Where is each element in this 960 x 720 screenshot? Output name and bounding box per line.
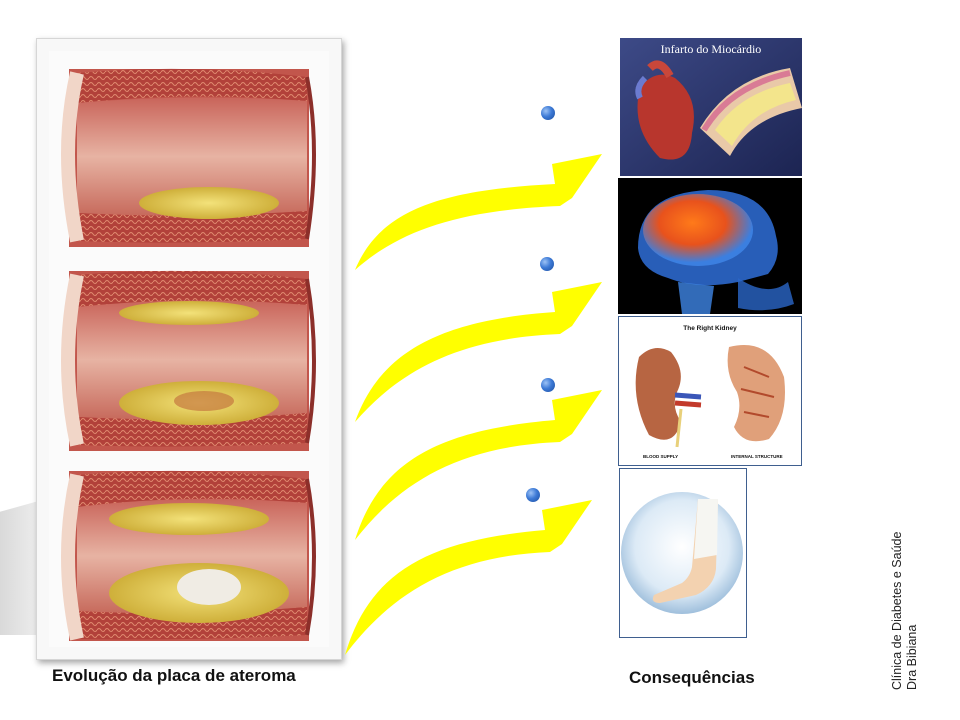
leg-circulation-image [619, 468, 747, 638]
artery-cross-sections [61, 68, 316, 641]
arrow-to-brain [355, 282, 602, 422]
kidney-image-title: The Right Kidney [683, 325, 737, 332]
atheroma-evolution-image [36, 38, 342, 660]
myocardial-infarction-image: Infarto do Miocárdio [620, 38, 802, 176]
arrow-to-leg [345, 500, 592, 655]
arrows-layer [345, 154, 602, 655]
clinic-credit: Clínica de Diabetes e Saúde Dra Bibiana [890, 510, 930, 690]
kidney-image: The Right Kidney BLOOD SUPPLY INTERNAL S… [618, 316, 802, 466]
artery-stage-2 [61, 270, 316, 451]
artery-stage-1 [61, 68, 316, 247]
bullet-dot-1 [541, 106, 555, 120]
arrow-to-kidney [355, 390, 602, 540]
heart-image-title: Infarto do Miocárdio [660, 42, 762, 56]
bullet-dot-4 [526, 488, 540, 502]
bullet-dot-3 [541, 378, 555, 392]
arrow-to-heart [355, 154, 602, 270]
caption-atheroma-evolution: Evolução da placa de ateroma [52, 666, 296, 685]
clinic-name: Clínica de Diabetes e Saúde [890, 531, 904, 690]
brain-stroke-image [618, 178, 802, 314]
kidney-caption-blood-supply: BLOOD SUPPLY [643, 454, 679, 459]
bullet-dot-2 [540, 257, 554, 271]
artery-stage-3 [61, 470, 316, 641]
caption-consequences: Consequências [629, 668, 755, 687]
kidney-caption-internal-structure: INTERNAL STRUCTURE [731, 454, 783, 459]
doctor-name: Dra Bibiana [905, 624, 919, 690]
